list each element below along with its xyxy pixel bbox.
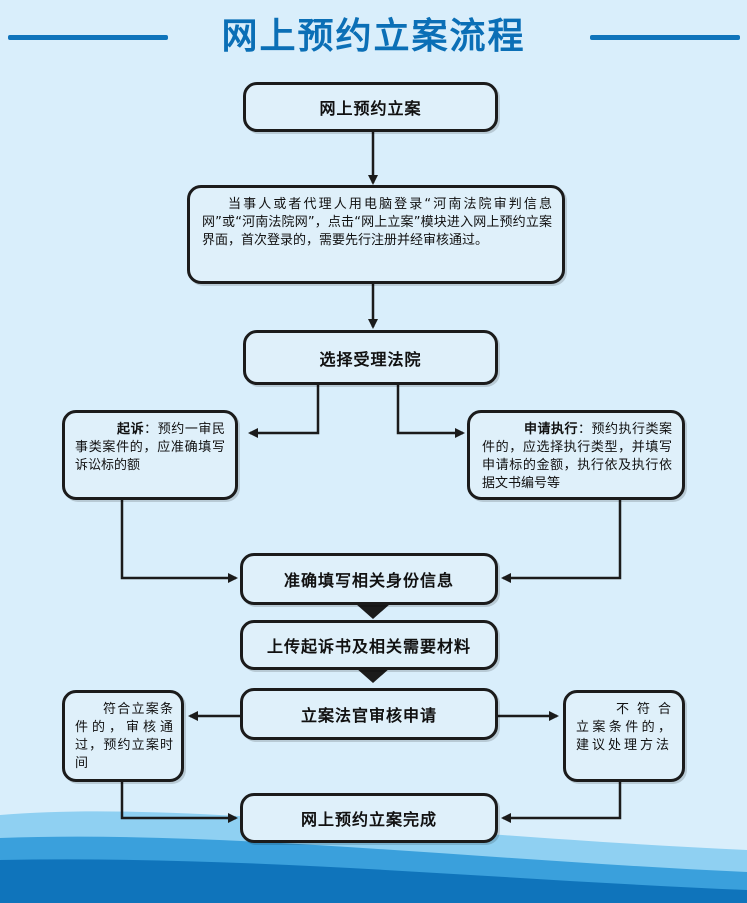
step-appointment-complete: 网上预约立案完成 [240, 793, 498, 843]
step-fill-identity: 准确填写相关身份信息 [240, 553, 498, 605]
result-rejected-text: 不符合立案条件的，建议处理方法 [576, 702, 674, 753]
step-judge-review-label: 立案法官审核申请 [300, 706, 437, 725]
step-login-instructions: 当事人或者代理人用电脑登录“河南法院审判信息网”或“河南法院网”，点击“网上立案… [187, 185, 565, 284]
title-rule-left [8, 35, 168, 40]
branch-lawsuit: 起诉：预约一审民事类案件的，应准确填写诉讼标的额 [62, 410, 238, 500]
branch-enforcement-text: 申请执行：预约执行类案件的，应选择执行类型，并填写申请标的金额，执行依及执行依据… [482, 421, 672, 493]
step-login-instructions-text: 当事人或者代理人用电脑登录“河南法院审判信息网”或“河南法院网”，点击“网上立案… [202, 197, 552, 248]
result-rejected: 不符合立案条件的，建议处理方法 [563, 690, 685, 782]
step-upload-materials: 上传起诉书及相关需要材料 [240, 620, 498, 670]
step-online-appointment-label: 网上预约立案 [319, 99, 422, 118]
step-upload-materials-label: 上传起诉书及相关需要材料 [266, 637, 471, 656]
branch-enforcement-body: ：预约执行类案件的，应选择执行类型，并填写申请标的金额，执行依及执行依据文书编号… [482, 422, 672, 491]
branch-enforcement-lead: 申请执行 [524, 422, 578, 437]
title-rule-right [590, 35, 740, 40]
branch-lawsuit-text: 起诉：预约一审民事类案件的，应准确填写诉讼标的额 [75, 421, 225, 475]
step-fill-identity-label: 准确填写相关身份信息 [283, 571, 454, 590]
branch-lawsuit-lead: 起诉 [117, 422, 145, 437]
branch-lawsuit-body: ：预约一审民事类案件的，应准确填写诉讼标的额 [75, 422, 225, 473]
result-approved: 符合立案条件的，审核通过，预约立案时间 [62, 690, 184, 782]
step-select-court: 选择受理法院 [243, 330, 498, 385]
result-approved-text: 符合立案条件的，审核通过，预约立案时间 [75, 702, 173, 771]
step-appointment-complete-label: 网上预约立案完成 [300, 810, 437, 829]
step-judge-review: 立案法官审核申请 [240, 688, 498, 740]
branch-enforcement: 申请执行：预约执行类案件的，应选择执行类型，并填写申请标的金额，执行依及执行依据… [467, 410, 685, 500]
page-title: 网上预约立案流程 [221, 16, 526, 57]
step-online-appointment: 网上预约立案 [243, 82, 498, 132]
step-select-court-label: 选择受理法院 [319, 349, 422, 369]
